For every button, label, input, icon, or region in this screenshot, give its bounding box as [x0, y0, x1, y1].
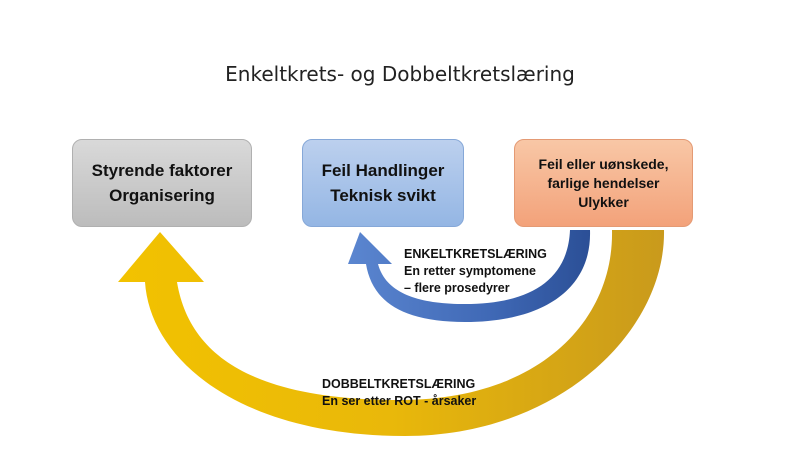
- double-loop-label: DOBBELTKRETSLÆRING En ser etter ROT - år…: [322, 376, 522, 410]
- single-loop-line2: – flere prosedyrer: [404, 281, 510, 295]
- single-loop-heading: ENKELTKRETSLÆRING: [404, 247, 547, 261]
- double-loop-line1: En ser etter ROT - årsaker: [322, 394, 477, 408]
- diagram-title: Enkeltkrets- og Dobbeltkretslæring: [225, 62, 575, 86]
- incidents-line2: farlige hendelser: [547, 174, 660, 191]
- governing-factors-line1: Styrende faktorer: [91, 161, 233, 180]
- governing-factors-line2: Organisering: [109, 186, 215, 205]
- double-loop-heading: DOBBELTKRETSLÆRING: [322, 377, 476, 391]
- single-loop-line1: En retter symptomene: [404, 264, 536, 278]
- single-loop-arrow: [348, 230, 591, 322]
- single-loop-label: ENKELTKRETSLÆRING En retter symptomene –…: [404, 246, 594, 297]
- errors-box: Feil Handlinger Teknisk svikt: [302, 139, 464, 227]
- governing-factors-box: Styrende faktorer Organisering: [72, 139, 252, 227]
- incidents-line3: Ulykker: [578, 193, 629, 210]
- incidents-box: Feil eller uønskede, farlige hendelser U…: [514, 139, 693, 227]
- errors-line2: Teknisk svikt: [330, 186, 436, 205]
- errors-line1: Feil Handlinger: [321, 161, 445, 180]
- double-loop-arrow: [118, 230, 665, 436]
- incidents-line1: Feil eller uønskede,: [538, 155, 669, 172]
